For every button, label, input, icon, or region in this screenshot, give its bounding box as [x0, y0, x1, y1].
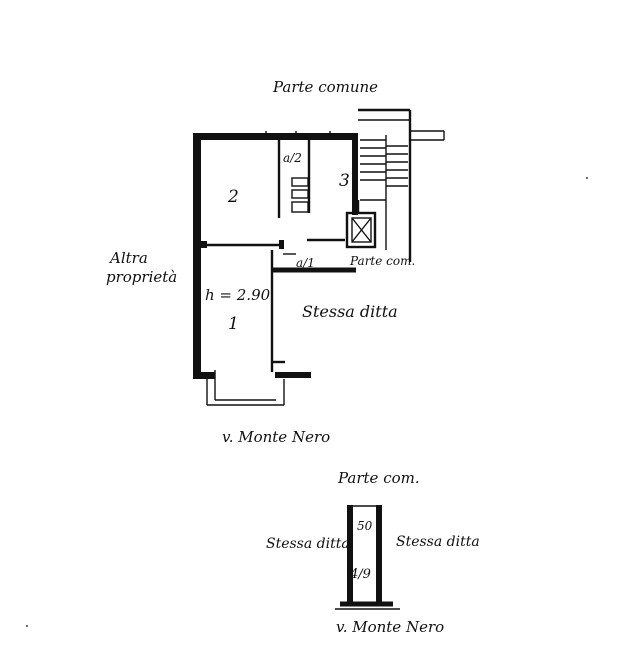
mark-a2: a/2 [283, 151, 302, 165]
label-parte-comune: Parte comune [272, 78, 378, 96]
outer-wall-bottom-right [275, 372, 311, 378]
elevator-shaft [345, 211, 377, 249]
garage-label-left: Stessa ditta [266, 536, 350, 552]
staircase [356, 108, 445, 262]
outer-wall-top [193, 133, 358, 140]
elevator-cabin [351, 217, 372, 243]
partition-2-1-end [200, 241, 207, 248]
scan-dot-1 [586, 177, 588, 179]
label-via-monte-nero: v. Monte Nero [222, 428, 330, 446]
outer-wall-bottom-left [193, 372, 215, 379]
kitchen-fixture-1 [291, 177, 309, 187]
room-2-number: 2 [227, 187, 239, 207]
outer-wall-left [193, 133, 201, 378]
label-stessa-ditta: Stessa ditta [302, 302, 398, 321]
height-note: h = 2.90 [205, 286, 271, 304]
label-proprieta: proprietà [106, 268, 177, 286]
garage-wall-left [347, 505, 353, 605]
garage-label-top: Parte com. [337, 469, 420, 487]
room-3-number: 3 [339, 171, 350, 191]
garage-label-bottom: v. Monte Nero [336, 618, 444, 636]
outer-wall-right-upper [352, 133, 358, 215]
main-floor-plan: Parte comune Altra proprietà Stessa ditt… [106, 78, 445, 446]
garage-plan: Parte com. Stessa ditta Stessa ditta v. … [266, 469, 480, 636]
garage-mark: 4/9 [349, 567, 371, 582]
kitchen-fixture-2 [291, 189, 309, 199]
label-altra: Altra [108, 249, 148, 267]
elevator-cross-2 [351, 217, 372, 243]
scan-dot-2 [26, 625, 28, 627]
kitchen-fixture-3 [291, 201, 309, 213]
room-1-number: 1 [228, 314, 239, 334]
garage-label-right: Stessa ditta [396, 534, 480, 550]
garage-width-note: 50 [357, 519, 373, 533]
garage-wall-right [376, 505, 382, 605]
label-parte-com-stair: Parte com. [349, 254, 415, 268]
mark-a1: a/1 [296, 256, 315, 270]
partition-2-1-post [279, 240, 284, 249]
